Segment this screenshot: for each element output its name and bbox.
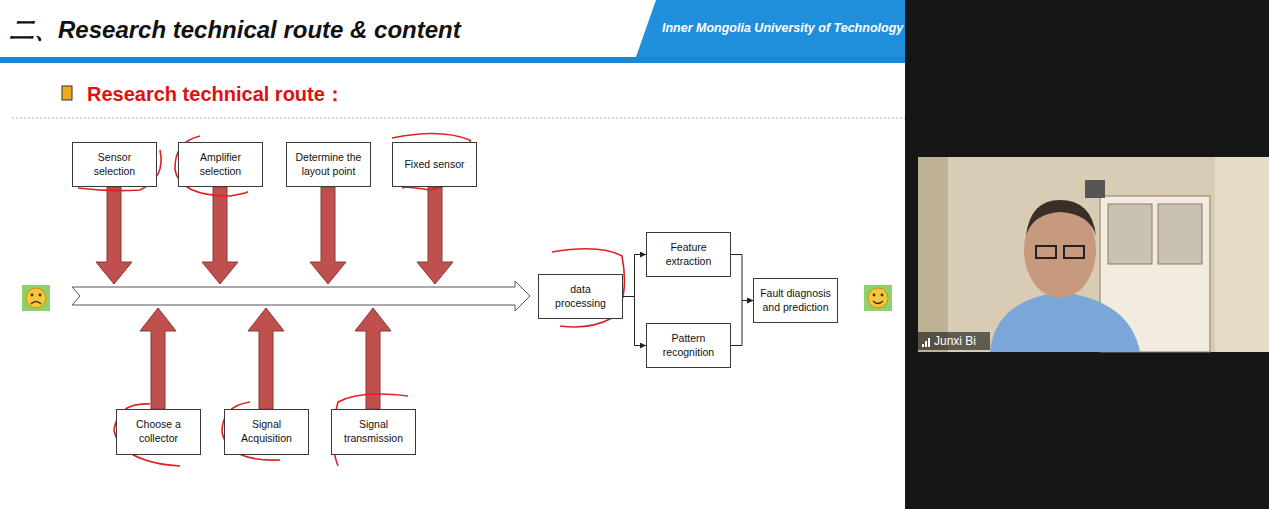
icon-ground [22, 285, 50, 311]
icon-ground [864, 285, 892, 311]
happy-face-icon [864, 285, 892, 311]
video-ground [918, 157, 1269, 352]
slide-title: 二、Research technical route & content [10, 14, 461, 46]
cabinet-glass [1108, 204, 1152, 264]
process-box: Feature extraction [646, 232, 731, 277]
box-text: Pattern recognition [652, 332, 725, 359]
dotted-rule [12, 118, 905, 119]
box-text: Signal transmission [337, 418, 410, 445]
down-arrow [310, 187, 346, 284]
mouth [873, 301, 883, 304]
face [868, 288, 888, 308]
flow-connector [731, 301, 753, 346]
eye [31, 294, 34, 297]
box-text: Signal Acquisition [230, 418, 303, 445]
up-arrow [248, 308, 284, 409]
process-box: Amplifier selection [178, 142, 263, 187]
curtain [1215, 157, 1269, 352]
flow-connector [623, 255, 646, 297]
input-arrows [96, 187, 453, 409]
process-box: Choose a collector [116, 409, 201, 455]
process-box: Pattern recognition [646, 323, 731, 368]
box-text: Choose a collector [122, 418, 195, 445]
hair [1026, 200, 1096, 236]
glasses [1036, 246, 1056, 258]
call-panel [905, 0, 1269, 509]
box-text: Sensor selection [78, 151, 151, 178]
eye [881, 294, 884, 297]
main-arrow [72, 281, 530, 311]
signal-bar [922, 344, 924, 347]
cabinet-glass [1158, 204, 1202, 264]
process-box: Signal Acquisition [224, 409, 309, 455]
box-text: data processing [544, 283, 617, 310]
box-text: Fault diagnosis and prediction [759, 287, 832, 314]
slide-ground [0, 0, 905, 509]
sad-face-icon [22, 285, 50, 311]
down-arrow [202, 187, 238, 284]
glasses [1064, 246, 1084, 258]
kettle [1085, 180, 1105, 198]
face [26, 288, 46, 308]
header-banner [636, 0, 905, 57]
mouth [31, 302, 41, 305]
bullet-square [62, 86, 72, 100]
box-text: Determine the layout point [292, 151, 365, 178]
eye [873, 294, 876, 297]
flow-connector [623, 297, 646, 346]
shirt [990, 292, 1140, 352]
pen-annotations [78, 133, 624, 466]
flow-connector [731, 255, 753, 301]
down-arrow [96, 187, 132, 284]
participant-name: Junxi Bi [934, 334, 976, 348]
process-box: Fixed sensor [392, 142, 477, 187]
signal-bar [925, 341, 927, 347]
process-box: Fault diagnosis and prediction [753, 278, 838, 323]
down-arrow [417, 187, 453, 284]
process-box: Determine the layout point [286, 142, 371, 187]
university-name: Inner Mongolia University of Technology [662, 21, 903, 35]
name-plate [918, 332, 990, 350]
box-text: Amplifier selection [184, 151, 257, 178]
box-text: Fixed sensor [404, 158, 464, 172]
process-box: Sensor selection [72, 142, 157, 187]
box-text: Feature extraction [652, 241, 725, 268]
up-arrow [140, 308, 176, 409]
wall-shadow [918, 157, 948, 352]
process-box: data processing [538, 274, 623, 319]
section-heading: Research technical route： [87, 81, 345, 108]
signal-bar [928, 338, 930, 347]
process-box: Signal transmission [331, 409, 416, 455]
webcam-video [918, 157, 1269, 352]
header-rule [0, 57, 905, 63]
eye [39, 294, 42, 297]
